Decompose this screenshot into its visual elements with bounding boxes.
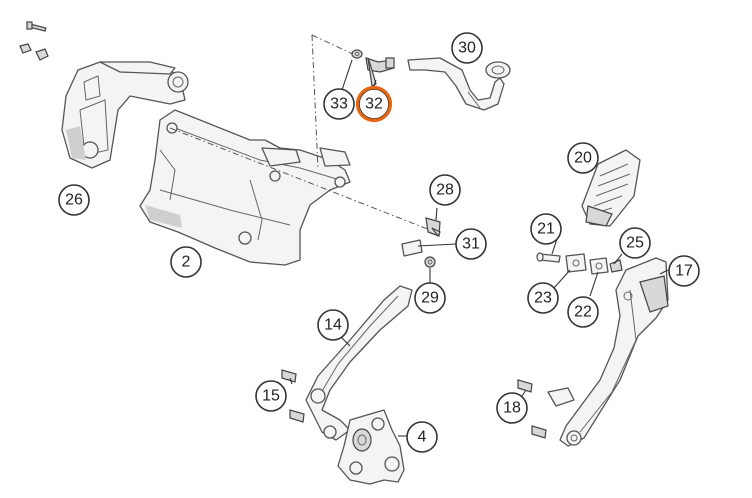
bolt-top-left <box>26 21 47 32</box>
assembly-lines <box>169 34 436 233</box>
part-18-bolts <box>517 379 547 439</box>
callout-15-label: 15 <box>262 388 280 405</box>
callout-17-label: 17 <box>675 263 693 280</box>
callout-20-label: 20 <box>574 150 592 167</box>
callout-28-label: 28 <box>436 182 454 199</box>
callout-23: 23 <box>527 282 559 314</box>
callout-21: 21 <box>530 213 562 245</box>
part-30-hose <box>407 57 511 111</box>
part-31-clip <box>401 239 423 257</box>
callout-33: 33 <box>323 88 355 120</box>
callout-29-label: 29 <box>421 290 439 307</box>
part-17-bracket <box>547 257 669 447</box>
callout-32: 32 <box>355 85 393 123</box>
callout-33-label: 33 <box>330 96 348 113</box>
callout-29: 29 <box>414 282 446 314</box>
callout-31-label: 31 <box>462 236 480 253</box>
callout-32-label: 32 <box>365 96 383 113</box>
callout-2: 2 <box>170 246 202 278</box>
callout-4-label: 4 <box>418 429 427 446</box>
callout-26-label: 26 <box>65 192 83 209</box>
callout-18-label: 18 <box>503 400 521 417</box>
callout-30: 30 <box>451 32 483 64</box>
part-22-washer <box>589 257 609 275</box>
callout-2-label: 2 <box>182 254 191 271</box>
callout-22: 22 <box>567 296 599 328</box>
part-33-oring <box>351 49 363 59</box>
callout-4: 4 <box>406 421 438 453</box>
highlight-ring <box>355 85 393 123</box>
callout-15: 15 <box>255 380 287 412</box>
callout-25: 25 <box>619 227 651 259</box>
callout-22-label: 22 <box>574 304 592 321</box>
part-32-fitting <box>365 57 395 87</box>
nut-top-left <box>19 43 49 61</box>
callout-14-label: 14 <box>324 317 342 334</box>
callout-25-label: 25 <box>626 235 644 252</box>
part-23-plate <box>565 253 587 273</box>
part-14-arm <box>305 285 413 441</box>
leader-lines <box>289 59 669 437</box>
part-28-bolt <box>425 217 441 238</box>
callout-23-label: 23 <box>534 290 552 307</box>
callout-14: 14 <box>317 309 349 341</box>
part-2-plate <box>139 109 351 266</box>
callout-28: 28 <box>429 174 461 206</box>
callout-17: 17 <box>668 255 700 287</box>
part-26-bracket <box>61 61 189 169</box>
part-20-footpeg <box>581 149 641 227</box>
part-15-bolts <box>281 369 305 423</box>
callout-26: 26 <box>58 184 90 216</box>
part-29-nut <box>424 256 436 268</box>
part-4-bracket <box>337 409 405 485</box>
callout-31: 31 <box>455 228 487 260</box>
part-21-pin <box>536 252 561 263</box>
callout-30-label: 30 <box>458 40 476 57</box>
callout-20: 20 <box>567 142 599 174</box>
callout-21-label: 21 <box>537 221 555 238</box>
callout-18: 18 <box>496 392 528 424</box>
